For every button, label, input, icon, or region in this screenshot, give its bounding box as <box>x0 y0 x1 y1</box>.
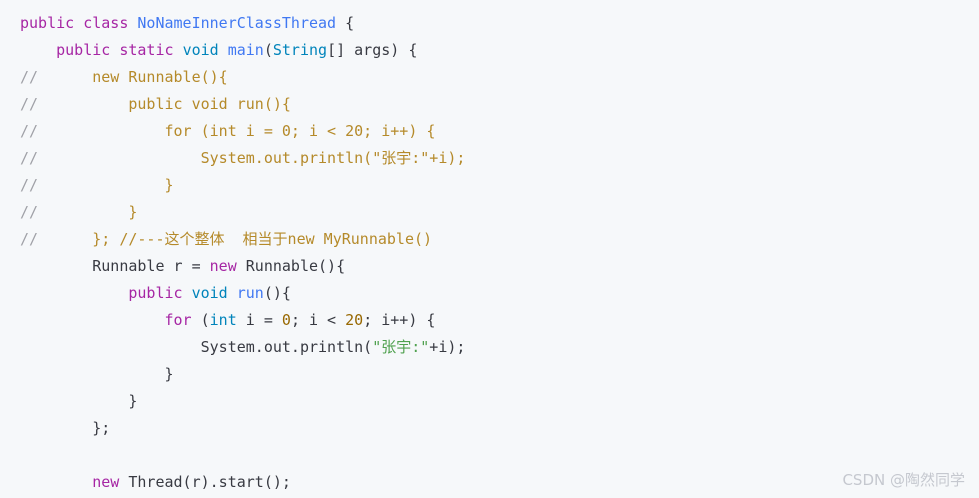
code-token: Thread(r).start(); <box>128 473 291 491</box>
code-token: new <box>209 257 246 275</box>
code-line: } <box>20 361 979 388</box>
code-token: } <box>164 176 174 194</box>
code-token: void <box>182 41 228 59</box>
code-line: public class NoNameInnerClassThread { <box>20 10 979 37</box>
code-line: Runnable r = new Runnable(){ <box>20 253 979 280</box>
code-lines: public class NoNameInnerClassThread { pu… <box>20 10 979 496</box>
code-token: 0 <box>281 311 291 329</box>
code-token: void <box>191 284 237 302</box>
code-token: System.out.println("张宇:"+i); <box>200 149 466 167</box>
code-token <box>20 473 92 491</box>
code-token: // <box>20 176 165 194</box>
code-token: ; i++) { <box>363 311 436 329</box>
code-token: Runnable(){ <box>245 257 346 275</box>
csdn-watermark: CSDN @陶然同学 <box>842 471 965 489</box>
code-line: System.out.println("张宇:"+i); <box>20 334 979 361</box>
code-token: +i); <box>429 338 466 356</box>
code-token: main <box>227 41 264 59</box>
code-token: Runnable r = <box>20 257 210 275</box>
code-token: System.out.println( <box>20 338 373 356</box>
code-token: }; <box>20 419 111 437</box>
code-line: }; <box>20 415 979 442</box>
code-line: new Thread(r).start(); <box>20 469 979 496</box>
code-line: for (int i = 0; i < 20; i++) { <box>20 307 979 334</box>
code-token: run <box>236 284 264 302</box>
code-token: // <box>20 122 165 140</box>
code-token: new <box>92 473 129 491</box>
code-token: i = <box>245 311 282 329</box>
code-token: }; //---这个整体 相当于new MyRunnable() <box>92 230 433 248</box>
code-token: ( <box>263 41 273 59</box>
code-token: for (int i = 0; i < 20; i++) { <box>164 122 436 140</box>
code-line: // } <box>20 172 979 199</box>
code-token <box>20 41 56 59</box>
code-token: // <box>20 68 93 86</box>
code-token: for <box>164 311 201 329</box>
code-line: public void run(){ <box>20 280 979 307</box>
code-token: public <box>20 14 84 32</box>
code-token: // <box>20 95 129 113</box>
code-line: // System.out.println("张宇:"+i); <box>20 145 979 172</box>
code-line: // new Runnable(){ <box>20 64 979 91</box>
code-token: [] args) { <box>327 41 418 59</box>
code-token: (){ <box>263 284 291 302</box>
code-token: public void run(){ <box>128 95 291 113</box>
code-token: "张宇:" <box>372 338 430 356</box>
code-line <box>20 442 979 469</box>
code-token: int <box>209 311 246 329</box>
code-line: // } <box>20 199 979 226</box>
code-line: // }; //---这个整体 相当于new MyRunnable() <box>20 226 979 253</box>
code-token: // <box>20 230 93 248</box>
code-token: static <box>119 41 183 59</box>
code-token: public <box>128 284 192 302</box>
code-token <box>20 311 165 329</box>
code-token <box>20 284 128 302</box>
code-token: 20 <box>345 311 364 329</box>
code-token: ( <box>200 311 210 329</box>
code-token: ; i < <box>290 311 346 329</box>
code-line: // public void run(){ <box>20 91 979 118</box>
code-token: // <box>20 149 201 167</box>
code-token: } <box>20 392 138 410</box>
code-token: } <box>128 203 138 221</box>
code-token: new Runnable(){ <box>92 68 228 86</box>
code-token: // <box>20 203 129 221</box>
code-token: } <box>20 365 174 383</box>
code-token: NoNameInnerClassThread <box>137 14 337 32</box>
code-line: } <box>20 388 979 415</box>
code-token: class <box>83 14 138 32</box>
code-token: String <box>272 41 328 59</box>
code-token: public <box>56 41 120 59</box>
code-line: public static void main(String[] args) { <box>20 37 979 64</box>
code-token: { <box>336 14 355 32</box>
code-line: // for (int i = 0; i < 20; i++) { <box>20 118 979 145</box>
